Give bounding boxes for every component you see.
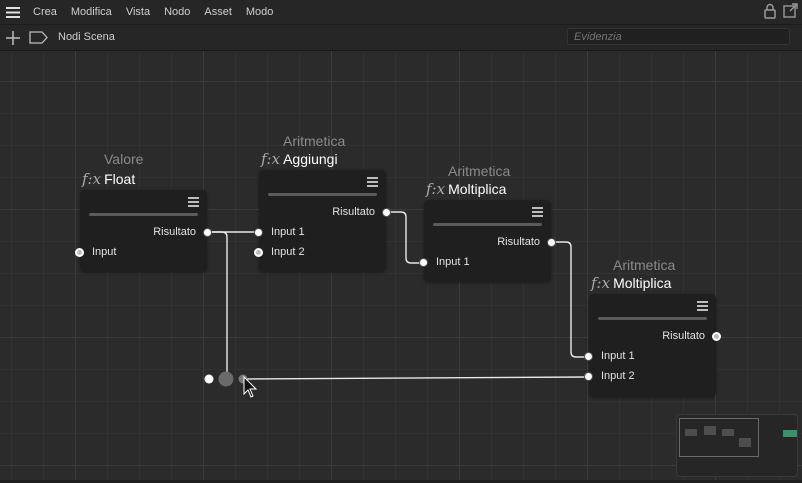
wire-mul1-to-mul2 bbox=[552, 241, 589, 358]
node-header-bar bbox=[89, 213, 198, 216]
port-label-risultato: Risultato bbox=[153, 226, 196, 238]
fx-icon: f:x bbox=[426, 180, 446, 198]
node-aggiungi[interactable]: Risultato Input 1 Input 2 bbox=[259, 170, 386, 272]
port-label-input-1: Input 1 bbox=[436, 256, 470, 268]
add-input-2-port[interactable] bbox=[254, 248, 263, 257]
add-input-1-port[interactable] bbox=[254, 228, 263, 237]
mul2-output-port[interactable] bbox=[712, 332, 721, 341]
drag-handle bbox=[218, 371, 234, 387]
float-category: Valore bbox=[104, 151, 144, 167]
hamburger-icon[interactable] bbox=[0, 0, 26, 24]
minimap-node bbox=[722, 429, 734, 436]
wire-drag-to-mul2 bbox=[242, 376, 590, 380]
mul2-input-1-port[interactable] bbox=[584, 352, 593, 361]
lock-icon[interactable] bbox=[763, 3, 777, 24]
node-float[interactable]: Risultato Input bbox=[80, 190, 207, 272]
menu-asset[interactable]: Asset bbox=[204, 6, 232, 18]
toolbar: Nodi Scena bbox=[0, 25, 802, 51]
minimap-node bbox=[685, 429, 697, 436]
node-header-bar bbox=[268, 193, 377, 196]
menu-bar: Crea Modifica Vista Nodo Asset Modo bbox=[0, 0, 802, 25]
node-moltiplica-1[interactable]: Risultato Input 1 bbox=[424, 200, 551, 282]
port-label-input-2: Input 2 bbox=[271, 246, 305, 258]
minimap-node bbox=[739, 438, 751, 447]
menu-modifica[interactable]: Modifica bbox=[70, 6, 112, 18]
plus-icon[interactable] bbox=[5, 30, 21, 51]
menu-vista[interactable]: Vista bbox=[125, 6, 151, 18]
menu-crea[interactable]: Crea bbox=[33, 6, 57, 18]
mul1-category: Aritmetica bbox=[448, 163, 511, 179]
minimap-accent bbox=[783, 430, 797, 437]
wire-float-to-drag bbox=[208, 231, 228, 373]
port-label-input-1: Input 1 bbox=[271, 226, 305, 238]
port-label-input: Input bbox=[92, 246, 117, 258]
fx-icon: f:x bbox=[82, 170, 102, 188]
mul1-title-text: Moltiplica bbox=[448, 181, 507, 197]
port-label-input-1: Input 1 bbox=[601, 350, 635, 362]
mul1-input-1-port[interactable] bbox=[419, 258, 428, 267]
mul2-title-text: Moltiplica bbox=[613, 275, 672, 291]
cursor-icon bbox=[243, 375, 258, 398]
popout-icon[interactable] bbox=[783, 3, 798, 24]
node-header-bar bbox=[433, 223, 542, 226]
node-menu-icon[interactable] bbox=[188, 197, 199, 207]
menu-modo[interactable]: Modo bbox=[245, 6, 274, 18]
port-label-risultato: Risultato bbox=[662, 330, 705, 342]
node-menu-icon[interactable] bbox=[532, 207, 543, 217]
menu-nodo[interactable]: Nodo bbox=[164, 6, 191, 18]
float-input-port[interactable] bbox=[75, 248, 84, 257]
port-label-risultato: Risultato bbox=[497, 236, 540, 248]
bottom-border bbox=[0, 480, 802, 483]
float-title-text: Float bbox=[104, 171, 136, 187]
node-moltiplica-2[interactable]: Risultato Input 1 Input 2 bbox=[589, 294, 716, 397]
node-header-bar bbox=[598, 317, 707, 320]
fx-icon: f:x bbox=[261, 150, 281, 168]
drag-left-dot bbox=[204, 374, 214, 384]
minimap-node bbox=[704, 426, 716, 435]
scene-label: Nodi Scena bbox=[58, 31, 115, 43]
port-label-input-2: Input 2 bbox=[601, 370, 635, 382]
wires-layer bbox=[204, 211, 590, 398]
mul1-output-port[interactable] bbox=[547, 238, 556, 247]
node-menu-icon[interactable] bbox=[367, 177, 378, 187]
mul2-input-2-port[interactable] bbox=[584, 372, 593, 381]
add-output-port[interactable] bbox=[382, 208, 391, 217]
add-category: Aritmetica bbox=[283, 133, 346, 149]
minimap[interactable] bbox=[676, 414, 798, 477]
port-label-risultato: Risultato bbox=[332, 206, 375, 218]
tag-icon[interactable] bbox=[29, 31, 48, 49]
mul2-category: Aritmetica bbox=[613, 257, 676, 273]
node-menu-icon[interactable] bbox=[697, 301, 708, 311]
search-input[interactable] bbox=[567, 28, 790, 45]
minimap-viewport[interactable] bbox=[679, 418, 759, 457]
wire-add-to-mul1 bbox=[387, 211, 424, 264]
fx-icon: f:x bbox=[591, 274, 611, 292]
add-title-text: Aggiungi bbox=[283, 151, 338, 167]
float-output-port[interactable] bbox=[203, 228, 212, 237]
